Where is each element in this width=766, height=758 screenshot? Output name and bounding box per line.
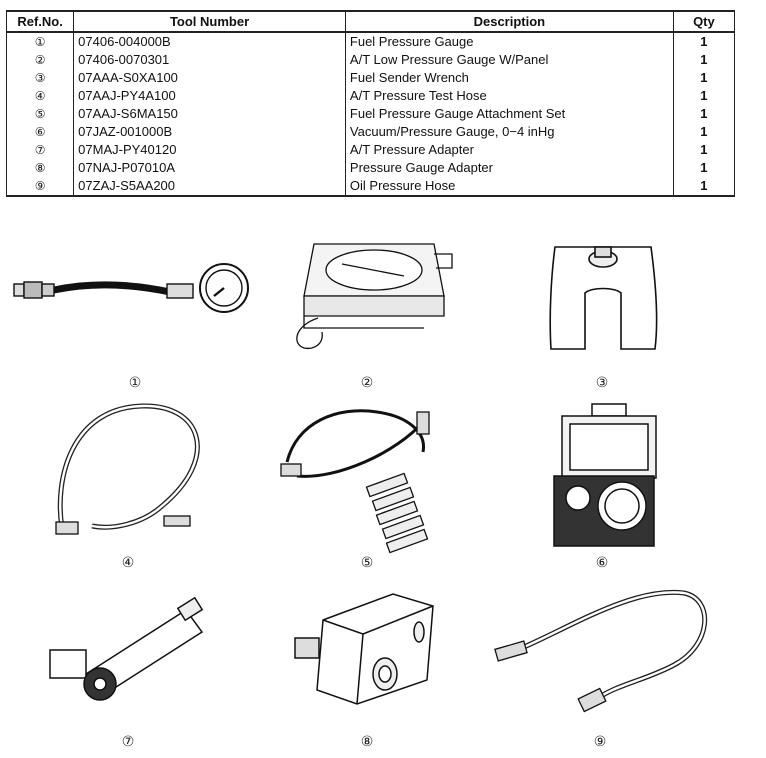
tool-number-cell: 07AAA-S0XA100 xyxy=(73,69,346,87)
illustration-label: ⑤ xyxy=(360,555,374,571)
description-cell: A/T Low Pressure Gauge W/Panel xyxy=(344,51,674,69)
description-cell: Fuel Pressure Gauge xyxy=(344,32,674,51)
qty-cell: 1 xyxy=(672,87,736,105)
low-pressure-gauge-panel-illustration xyxy=(296,243,453,350)
header-description: Description xyxy=(344,10,674,33)
tool-number-cell: 07MAJ-PY40120 xyxy=(73,141,346,159)
qty-cell: 1 xyxy=(672,69,736,87)
tool-number-cell: 07NAJ-P07010A xyxy=(73,159,346,177)
description-cell: A/T Pressure Test Hose xyxy=(344,87,674,105)
ref-cell: ① xyxy=(5,32,75,51)
illustration-label: ⑨ xyxy=(593,734,607,750)
illustration-label: ⑥ xyxy=(595,555,609,571)
ref-cell: ⑥ xyxy=(5,123,75,141)
fuel-sender-wrench-illustration xyxy=(549,246,658,350)
tool-number-cell: 07406-0070301 xyxy=(73,51,346,69)
qty-cell: 1 xyxy=(672,123,736,141)
description-cell: Pressure Gauge Adapter xyxy=(344,159,674,177)
table-row: ⑦ 07MAJ-PY40120 A/T Pressure Adapter 1 xyxy=(5,141,736,159)
ref-cell: ③ xyxy=(5,69,75,87)
table-row: ⑥ 07JAZ-001000B Vacuum/Pressure Gauge, 0… xyxy=(5,123,736,141)
attachment-set-illustration xyxy=(280,409,430,554)
fuel-pressure-gauge-illustration xyxy=(13,263,249,313)
tool-number-cell: 07AAJ-S6MA150 xyxy=(73,105,346,123)
illustration-label: ③ xyxy=(595,375,609,391)
qty-cell: 1 xyxy=(672,159,736,177)
description-cell: Fuel Sender Wrench xyxy=(344,69,674,87)
header-ref-no: Ref.No. xyxy=(5,10,75,33)
description-cell: A/T Pressure Adapter xyxy=(344,141,674,159)
tool-number-cell: 07406-004000B xyxy=(73,32,346,51)
pressure-gauge-adapter-illustration xyxy=(294,593,434,705)
qty-cell: 1 xyxy=(672,105,736,123)
tool-number-cell: 07JAZ-001000B xyxy=(73,123,346,141)
header-qty: Qty xyxy=(672,10,736,33)
ref-cell: ④ xyxy=(5,87,75,105)
ref-cell: ⑤ xyxy=(5,105,75,123)
description-cell: Vacuum/Pressure Gauge, 0−4 inHg xyxy=(344,123,674,141)
illustration-label: ⑧ xyxy=(360,734,374,750)
qty-cell: 1 xyxy=(672,51,736,69)
tool-number-cell: 07AAJ-PY4A100 xyxy=(73,87,346,105)
tool-number-cell: 07ZAJ-S5AA200 xyxy=(73,177,346,197)
qty-cell: 1 xyxy=(672,177,736,197)
ref-cell: ⑨ xyxy=(5,177,75,197)
table-row: ② 07406-0070301 A/T Low Pressure Gauge W… xyxy=(5,51,736,69)
ref-cell: ⑧ xyxy=(5,159,75,177)
pressure-test-hose-illustration xyxy=(55,403,200,535)
table-row: ⑧ 07NAJ-P07010A Pressure Gauge Adapter 1 xyxy=(5,159,736,177)
table-row: ③ 07AAA-S0XA100 Fuel Sender Wrench 1 xyxy=(5,69,736,87)
illustration-label: ② xyxy=(360,375,374,391)
pressure-adapter-illustration xyxy=(49,596,204,701)
qty-cell: 1 xyxy=(672,32,736,51)
illustration-label: ⑦ xyxy=(121,734,135,750)
special-tools-table: Ref.No. Tool Number Description Qty ① 07… xyxy=(5,10,736,197)
header-tool-number: Tool Number xyxy=(73,10,346,33)
table-header-row: Ref.No. Tool Number Description Qty xyxy=(5,10,736,33)
table-row: ⑤ 07AAJ-S6MA150 Fuel Pressure Gauge Atta… xyxy=(5,105,736,123)
illustration-label: ④ xyxy=(121,555,135,571)
vacuum-pressure-gauge-case-illustration xyxy=(553,403,657,547)
oil-pressure-hose-illustration xyxy=(494,589,708,713)
description-cell: Fuel Pressure Gauge Attachment Set xyxy=(344,105,674,123)
table-row: ④ 07AAJ-PY4A100 A/T Pressure Test Hose 1 xyxy=(5,87,736,105)
ref-cell: ② xyxy=(5,51,75,69)
qty-cell: 1 xyxy=(672,141,736,159)
description-cell: Oil Pressure Hose xyxy=(344,177,674,197)
illustration-label: ① xyxy=(128,375,142,391)
table-row: ① 07406-004000B Fuel Pressure Gauge 1 xyxy=(5,32,736,51)
table-row: ⑨ 07ZAJ-S5AA200 Oil Pressure Hose 1 xyxy=(5,177,736,197)
ref-cell: ⑦ xyxy=(5,141,75,159)
